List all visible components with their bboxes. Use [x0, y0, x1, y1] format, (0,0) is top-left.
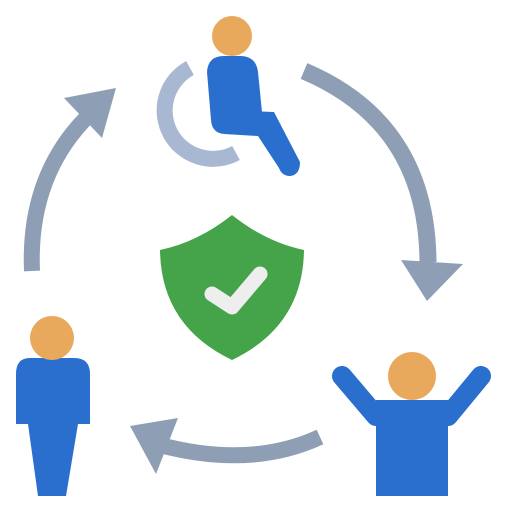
- cycle-arrows-icon: [23, 63, 463, 474]
- cheering-person-left-arm: [332, 366, 386, 426]
- checkmark-icon: [204, 266, 268, 315]
- shield-icon: [160, 215, 304, 360]
- cheering-person-body: [376, 400, 448, 496]
- standing-person-body: [16, 358, 90, 496]
- cheering-person-icon: [332, 352, 491, 496]
- shield-check-icon: [160, 215, 304, 360]
- standing-person-icon: [16, 316, 90, 496]
- arrow-top-right-head: [401, 260, 463, 301]
- cheering-person-head: [388, 352, 436, 400]
- arrow-bottom-shaft: [157, 429, 324, 464]
- wheelchair-user-head: [212, 16, 252, 56]
- wheelchair-user-icon: [156, 16, 300, 176]
- standing-person-head: [30, 316, 74, 360]
- arrow-left-icon: [23, 88, 116, 272]
- arrow-bottom-icon: [130, 418, 324, 474]
- arrow-bottom-head: [130, 418, 178, 474]
- wheelchair-wheel: [156, 60, 240, 167]
- arrow-top-right-icon: [300, 63, 463, 301]
- wheelchair-user-legs: [224, 110, 300, 176]
- arrow-left-shaft: [23, 112, 92, 272]
- cheering-person-right-arm: [438, 366, 491, 426]
- arrow-top-right-shaft: [300, 63, 437, 263]
- arrow-left-head: [64, 88, 116, 138]
